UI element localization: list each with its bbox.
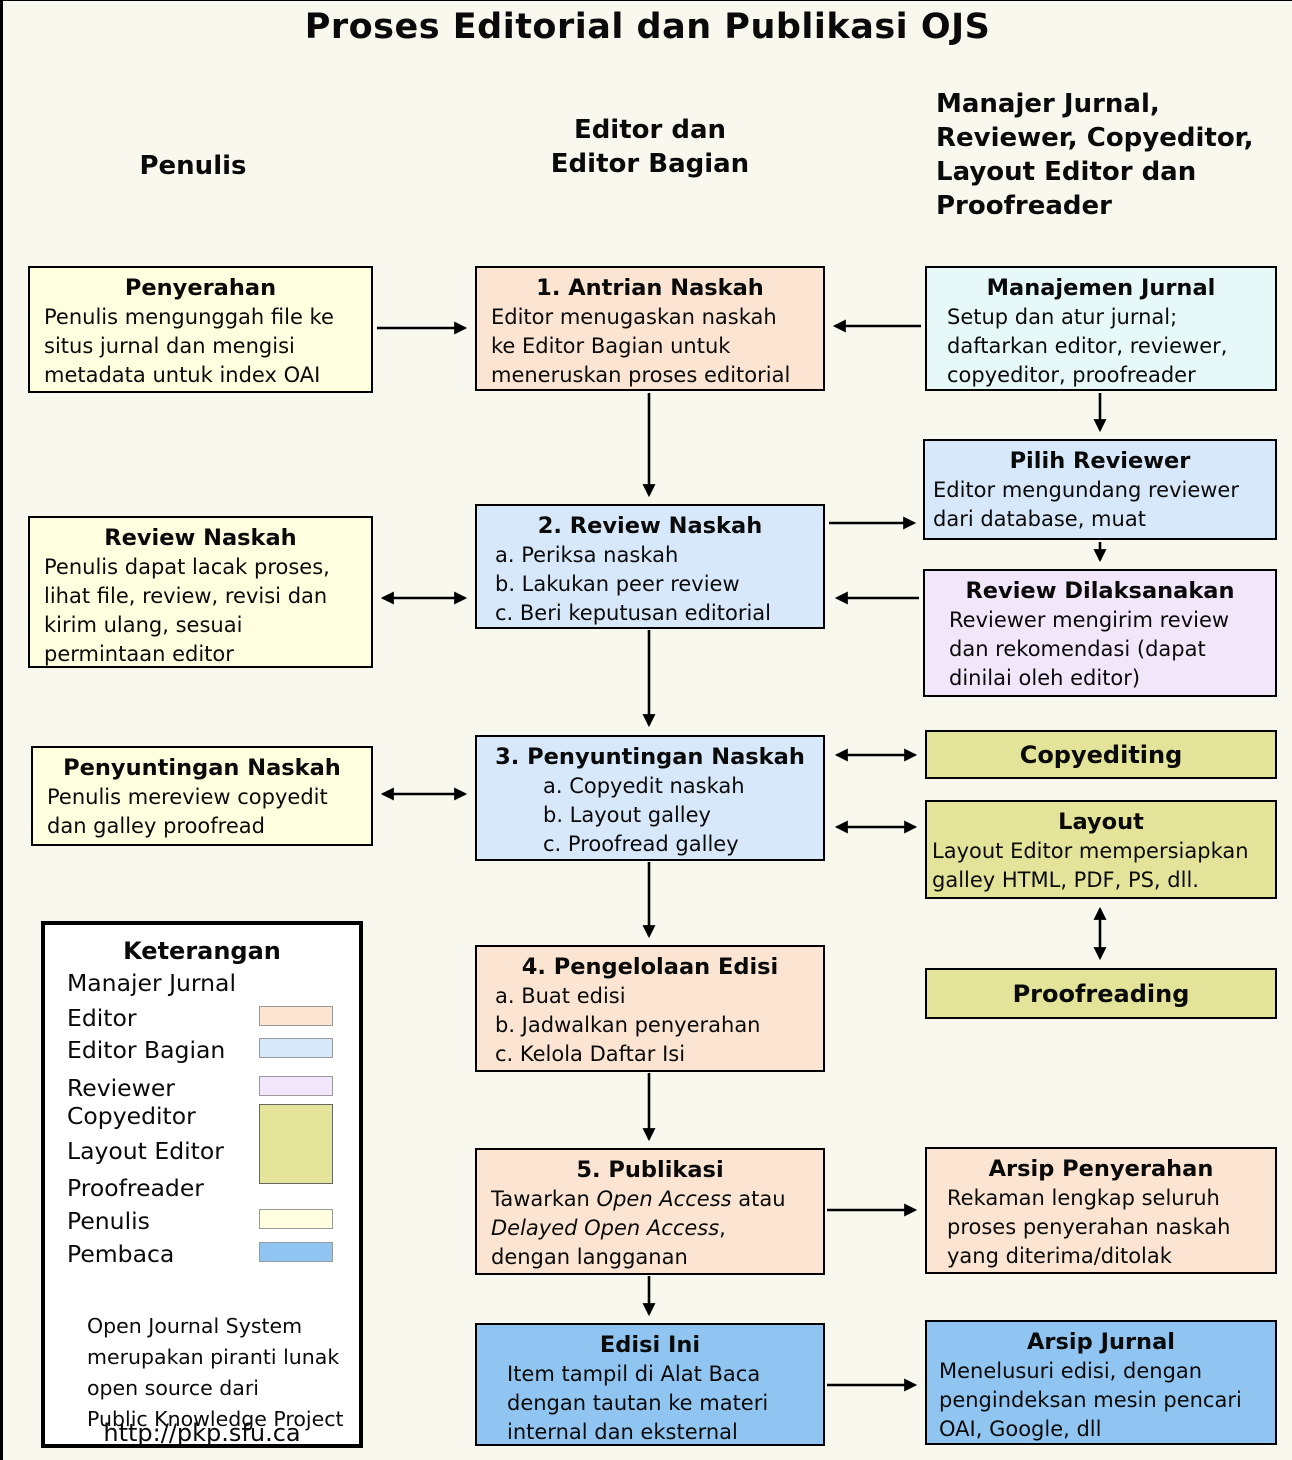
diagram-title: Proses Editorial dan Publikasi OJS (304, 7, 991, 47)
box-body: Layout Editor mempersiapkan galley HTML,… (932, 839, 1249, 892)
box-title: Penyuntingan Naskah (63, 755, 341, 781)
box-pengelolaan-edisi: 4. Pengelolaan Edisi a. Buat edisi b. Ja… (475, 945, 825, 1072)
legend-url: http://pkp.sfu.ca (103, 1419, 301, 1447)
box-title: Review Dilaksanakan (965, 578, 1235, 604)
box-title: Copyediting (1019, 740, 1183, 769)
box-edisi-ini: Edisi Ini Item tampil di Alat Baca denga… (475, 1323, 825, 1446)
box-review-dilaksanakan: Review Dilaksanakan Reviewer mengirim re… (923, 569, 1277, 697)
box-publikasi: 5. Publikasi Tawarkan Open Access atau D… (475, 1148, 825, 1275)
box-body: Rekaman lengkap seluruh proses penyeraha… (947, 1186, 1231, 1268)
box-proofreading: Proofreading (925, 968, 1277, 1019)
column-header-penulis: Penulis (139, 151, 247, 181)
box-copyediting: Copyediting (925, 730, 1277, 779)
box-body: a. Buat edisi b. Jadwalkan penyerahan c.… (495, 984, 761, 1066)
box-antrian-naskah: 1. Antrian Naskah Editor menugaskan nask… (475, 266, 825, 391)
box-body: Menelusuri edisi, dengan pengindeksan me… (939, 1359, 1242, 1441)
box-penyerahan: Penyerahan Penulis mengunggah file ke si… (28, 266, 373, 393)
box-body: Penulis mengunggah file ke situs jurnal … (44, 305, 334, 387)
box-body: Editor mengundang reviewer dari database… (933, 478, 1239, 531)
legend-swatch-copyeditor-layout-proofreader (259, 1104, 333, 1184)
box-title: 5. Publikasi (576, 1157, 724, 1183)
legend-label-editor: Editor (67, 1004, 137, 1032)
legend-label-manajer-jurnal: Manajer Jurnal (67, 969, 236, 997)
box-body: a. Periksa naskah b. Lakukan peer review… (495, 543, 772, 625)
box-manajemen-jurnal: Manajemen Jurnal Setup dan atur jurnal; … (925, 266, 1277, 391)
legend-swatch-editor-bagian (259, 1038, 333, 1058)
legend-label-copyeditor: Copyeditor (67, 1102, 196, 1130)
box-arsip-penyerahan: Arsip Penyerahan Rekaman lengkap seluruh… (925, 1147, 1277, 1274)
box-title: 3. Penyuntingan Naskah (495, 744, 805, 770)
box-title: Pilih Reviewer (1009, 448, 1191, 474)
box-review-naskah: 2. Review Naskah a. Periksa naskah b. La… (475, 504, 825, 629)
box-body: Item tampil di Alat Baca dengan tautan k… (507, 1362, 769, 1444)
box-title: Manajemen Jurnal (986, 275, 1216, 301)
box-title: Arsip Jurnal (1027, 1329, 1175, 1355)
box-body: Penulis dapat lacak proses, lihat file, … (44, 555, 330, 666)
legend-label-proofreader: Proofreader (67, 1174, 204, 1202)
box-body: Reviewer mengirim review dan rekomendasi… (949, 608, 1230, 690)
box-layout: Layout Layout Editor mempersiapkan galle… (925, 800, 1277, 899)
box-title: 4. Pengelolaan Edisi (521, 954, 779, 980)
box-body: Penulis mereview copyedit dan galley pro… (47, 785, 328, 838)
box-title: Layout (1058, 809, 1144, 835)
box-penyuntingan-naskah: 3. Penyuntingan Naskah a. Copyedit naska… (475, 735, 825, 861)
box-title: 1. Antrian Naskah (536, 275, 764, 301)
legend-label-layout-editor: Layout Editor (67, 1137, 224, 1165)
box-review-naskah-penulis: Review Naskah Penulis dapat lacak proses… (28, 516, 373, 668)
legend-label-penulis: Penulis (67, 1207, 150, 1235)
legend-title: Keterangan (123, 937, 281, 965)
box-title: Review Naskah (104, 525, 297, 551)
legend-swatch-pembaca (259, 1242, 333, 1262)
box-title: Edisi Ini (599, 1332, 701, 1358)
box-title: Penyerahan (124, 275, 277, 301)
box-title: Arsip Penyerahan (988, 1156, 1214, 1182)
legend-swatch-reviewer (259, 1076, 333, 1096)
box-body: Setup dan atur jurnal; daftarkan editor,… (947, 305, 1228, 387)
legend-note: Open Journal System merupakan piranti lu… (87, 1314, 344, 1431)
legend: Keterangan Manajer Jurnal Editor Editor … (41, 921, 363, 1448)
legend-label-reviewer: Reviewer (67, 1074, 175, 1102)
box-pilih-reviewer: Pilih Reviewer Editor mengundang reviewe… (923, 439, 1277, 540)
legend-swatch-penulis (259, 1209, 333, 1229)
legend-label-pembaca: Pembaca (67, 1240, 175, 1268)
box-title: Proofreading (1012, 979, 1190, 1008)
legend-swatch-editor (259, 1006, 333, 1026)
box-title: 2. Review Naskah (537, 513, 763, 539)
column-header-roles: Manajer Jurnal, Reviewer, Copyeditor, La… (936, 89, 1254, 221)
box-body: Tawarkan Open Access atau Delayed Open A… (491, 1187, 786, 1269)
column-header-editor: Editor dan Editor Bagian (550, 115, 750, 179)
box-body: Editor menugaskan naskah ke Editor Bagia… (491, 305, 791, 387)
box-body: a. Copyedit naskah b. Layout galley c. P… (543, 774, 745, 856)
box-penyuntingan-naskah-penulis: Penyuntingan Naskah Penulis mereview cop… (31, 746, 373, 846)
box-arsip-jurnal: Arsip Jurnal Menelusuri edisi, dengan pe… (925, 1320, 1277, 1445)
legend-label-editor-bagian: Editor Bagian (67, 1036, 226, 1064)
